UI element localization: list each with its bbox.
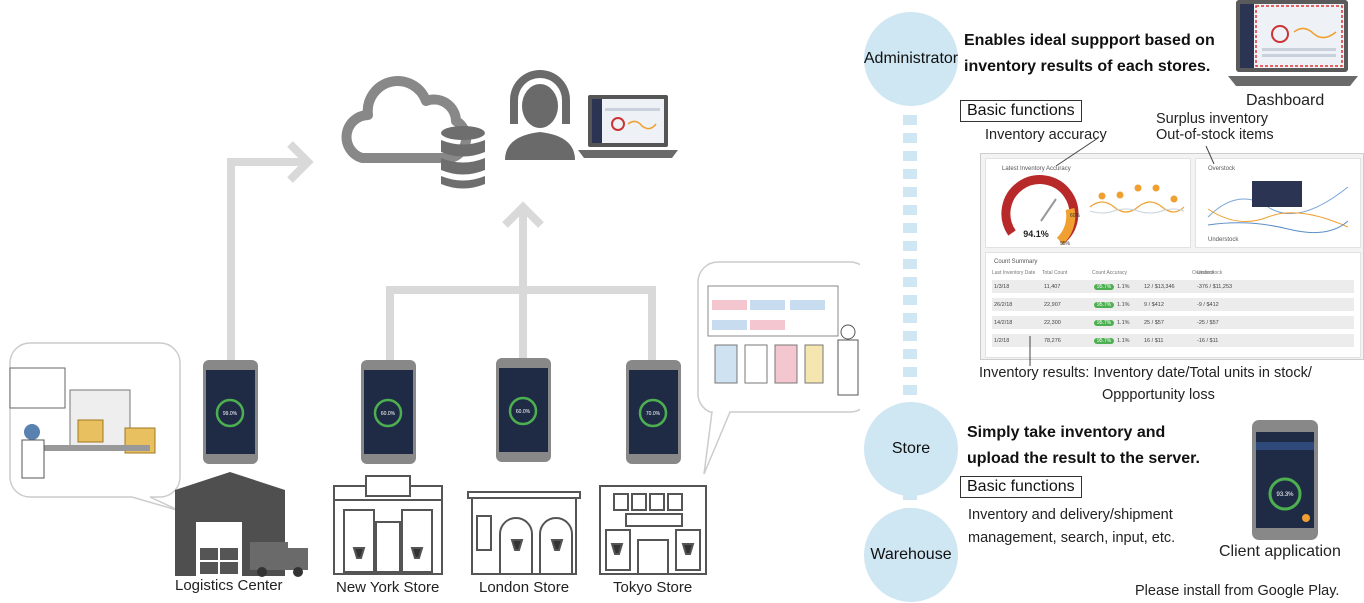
admin-accuracy-label: Inventory accuracy xyxy=(985,127,1107,143)
phone-london: 60.0% xyxy=(496,358,551,462)
table-row: 14/2/18 22,300 95.7% 1.1% 25 / $57 -25 /… xyxy=(992,316,1354,329)
warehouse-building-icon xyxy=(175,472,308,577)
store-clerk-bubble xyxy=(697,261,860,475)
location-label-tokyo: Tokyo Store xyxy=(613,579,693,596)
cell-understock: -25 / $57 xyxy=(1197,319,1219,326)
overstock-card: Overstock Understock xyxy=(1195,158,1361,248)
phone-tokyo: 70.0% xyxy=(626,360,681,464)
dashboard-screenshot: Latest Inventory Accuracy 94.1% 60% 95% … xyxy=(980,153,1364,360)
cell-understock: -9 / $412 xyxy=(1197,301,1219,308)
cell-overstock: 9 / $412 xyxy=(1144,301,1164,308)
role-administrator-label: Administrator xyxy=(863,50,959,67)
cell-delta: 1.1% xyxy=(1117,337,1130,344)
cell-date: 1/3/18 xyxy=(994,283,1010,290)
role-store-label: Store xyxy=(891,440,931,457)
cell-date: 26/2/18 xyxy=(994,301,1013,308)
phone-reading: 60.0% xyxy=(516,409,531,415)
accuracy-card: Latest Inventory Accuracy 94.1% 60% 95% xyxy=(985,158,1191,248)
admin-headline-2: inventory results of each stores. xyxy=(964,58,1211,75)
cell-overstock: 16 / $11 xyxy=(1144,337,1164,344)
dashboard-laptop-icon xyxy=(1228,0,1358,86)
admin-results-2: Oppportunity loss xyxy=(1102,387,1215,403)
cell-understock: -16 / $11 xyxy=(1197,337,1219,344)
role-warehouse-label: Warehouse xyxy=(870,546,952,563)
cell-accuracy: 95.7% xyxy=(1094,283,1115,290)
network-diagram: 99.0% 60.0% 60.0% 70.0% xyxy=(9,70,860,577)
dashboard-device-label: Dashboard xyxy=(1246,92,1325,109)
cell-total: 78,276 xyxy=(1044,337,1061,344)
cell-accuracy: 95.7% xyxy=(1094,337,1115,344)
warehouse-worker-bubble xyxy=(9,342,181,512)
tokyo-store-icon xyxy=(599,485,707,575)
understock-label: Understock xyxy=(1208,237,1239,243)
col-total: Total Count xyxy=(1042,270,1068,276)
gauge-value: 94.1% xyxy=(1023,229,1049,239)
store-desc-1: Inventory and delivery/shipment xyxy=(968,507,1173,523)
admin-oos-label: Out-of-stock items xyxy=(1156,127,1274,143)
client-device-label: Client application xyxy=(1219,543,1341,560)
col-date: Last Inventory Date xyxy=(992,270,1036,276)
overstock-label: Overstock xyxy=(1208,166,1236,172)
new-york-store-icon xyxy=(333,475,443,575)
cell-understock: -376 / $11,253 xyxy=(1197,283,1233,290)
col-understock: Understock xyxy=(1197,270,1223,276)
location-label-new-york: New York Store xyxy=(336,579,440,596)
laptop-icon xyxy=(578,95,678,158)
col-overstock: Overstock xyxy=(1192,270,1215,276)
gauge-pct-95: 95% xyxy=(1060,241,1071,247)
admin-basic-functions: Basic functions xyxy=(960,100,1082,122)
gauge-pct-60: 60% xyxy=(1070,213,1081,219)
london-store-icon xyxy=(467,491,581,575)
count-summary-title: Count Summary xyxy=(994,259,1038,265)
phone-logistics: 99.0% xyxy=(203,360,258,464)
role-administrator: Administrator xyxy=(864,12,958,106)
client-phone-icon: 93.3% xyxy=(1252,420,1318,540)
callout-lines xyxy=(1029,138,1215,366)
client-phone-reading: 93.3% xyxy=(1276,492,1294,498)
support-operator-icon xyxy=(505,70,575,160)
cell-accuracy: 95.7% xyxy=(1094,319,1115,326)
location-label-logistics: Logistics Center xyxy=(175,577,283,594)
cell-total: 22,300 xyxy=(1044,319,1061,326)
phone-reading: 99.0% xyxy=(223,411,238,417)
database-icon xyxy=(441,126,485,189)
role-warehouse: Warehouse xyxy=(864,508,958,602)
cell-date: 1/2/18 xyxy=(994,337,1010,344)
store-headline-1: Simply take inventory and xyxy=(967,424,1166,441)
store-basic-functions: Basic functions xyxy=(960,476,1082,498)
role-store: Store xyxy=(864,402,958,496)
cell-date: 14/2/18 xyxy=(994,319,1013,326)
admin-surplus-label: Surplus inventory xyxy=(1156,111,1269,127)
table-row: 1/2/18 78,276 95.7% 1.1% 16 / $11 -16 / … xyxy=(992,334,1354,347)
upload-arrows xyxy=(227,141,656,360)
accuracy-gauge: 94.1% 60% 95% xyxy=(1001,175,1185,247)
store-desc-2: management, search, input, etc. xyxy=(968,530,1176,546)
overstock-chart xyxy=(1207,181,1349,234)
store-footer-note: Please install from Google Play. xyxy=(1135,583,1340,599)
cell-delta: 1.1% xyxy=(1117,301,1130,308)
cell-total: 11,407 xyxy=(1044,283,1061,290)
count-summary-header: Last Inventory Date Total Count Count Ac… xyxy=(992,270,1352,278)
admin-headline-1: Enables ideal suppport based on xyxy=(964,32,1215,49)
phone-new-york: 60.0% xyxy=(361,360,416,464)
count-summary-card: Count Summary Last Inventory Date Total … xyxy=(985,252,1361,358)
location-label-london: London Store xyxy=(479,579,570,596)
cell-total: 22,907 xyxy=(1044,301,1061,308)
store-headline-2: upload the result to the server. xyxy=(967,450,1200,467)
cell-overstock: 12 / $13,346 xyxy=(1144,283,1175,290)
phone-reading: 70.0% xyxy=(646,411,661,417)
accuracy-card-title: Latest Inventory Accuracy xyxy=(1002,166,1071,172)
admin-results-1: Inventory results: Inventory date/Total … xyxy=(979,365,1312,381)
table-row: 1/3/18 11,407 95.7% 1.1% 12 / $13,346 -3… xyxy=(992,280,1354,293)
col-accuracy: Count Accuracy xyxy=(1092,270,1128,276)
cell-accuracy: 95.7% xyxy=(1094,301,1115,308)
table-row: 26/2/18 22,907 95.7% 1.1% 9 / $412 -9 / … xyxy=(992,298,1354,311)
cell-delta: 1.1% xyxy=(1117,319,1130,326)
cell-overstock: 25 / $57 xyxy=(1144,319,1164,326)
cell-delta: 1.1% xyxy=(1117,283,1130,290)
phone-reading: 60.0% xyxy=(381,411,396,417)
